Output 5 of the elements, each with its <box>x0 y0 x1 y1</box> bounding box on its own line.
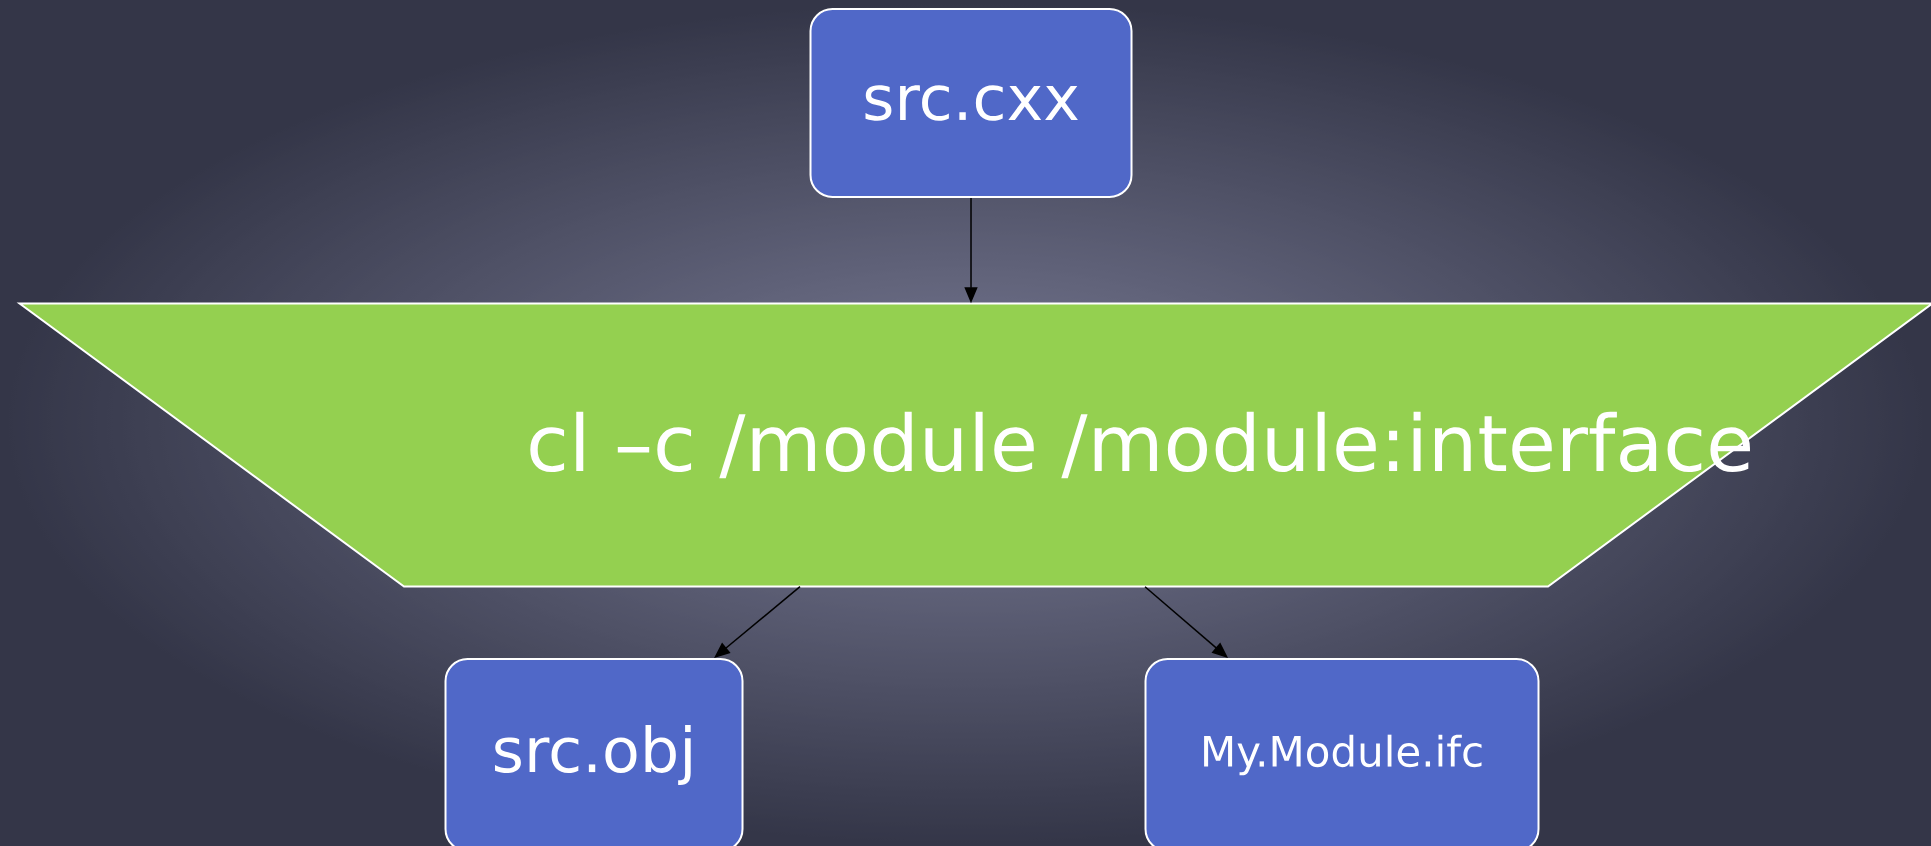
file-box: My.Module.ifc <box>1144 658 1540 846</box>
arrow <box>1144 585 1228 658</box>
file-box: src.cxx <box>809 8 1133 198</box>
arrow <box>714 585 801 658</box>
file-box: src.obj <box>444 658 744 846</box>
